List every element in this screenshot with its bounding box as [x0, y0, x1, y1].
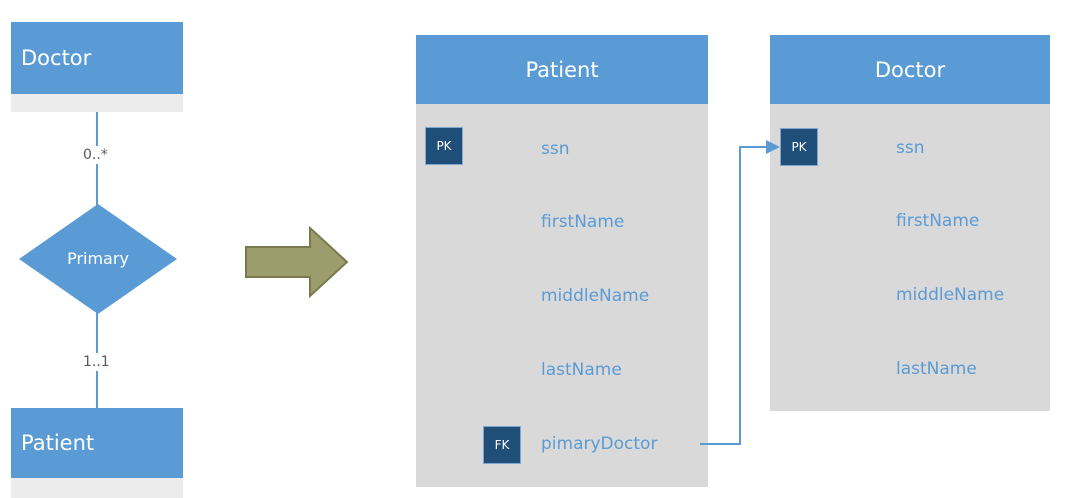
patient-field-lastname: lastName	[541, 360, 622, 380]
patient-field-firstname: firstName	[541, 212, 625, 232]
doctor-field-lastname: lastName	[896, 359, 977, 379]
er-entity-doctor-label: Doctor	[21, 46, 92, 70]
relationship-label: Primary	[67, 249, 129, 268]
connector-arrowhead	[766, 140, 780, 154]
patient-field-ssn: ssn	[541, 139, 570, 159]
patient-fk-label: FK	[494, 438, 510, 452]
er-entity-doctor-body	[11, 94, 183, 112]
doctor-table-title: Doctor	[874, 57, 946, 82]
doctor-field-firstname: firstName	[896, 211, 980, 231]
patient-table-header: Patient	[416, 35, 708, 104]
patient-field-primarydoctor: pimaryDoctor	[541, 434, 658, 454]
patient-pk-label: PK	[436, 139, 452, 153]
patient-fk-badge: FK	[483, 426, 521, 464]
patient-table-title: Patient	[525, 57, 599, 82]
multiplicity-patient: 1..1	[80, 353, 113, 371]
relationship-diamond[interactable]	[17, 202, 179, 316]
er-entity-patient-label: Patient	[21, 431, 95, 455]
foreign-key-connector	[700, 140, 780, 445]
patient-field-middlename: middleName	[541, 286, 650, 306]
doctor-pk-label: PK	[791, 140, 807, 154]
multiplicity-doctor: 0..*	[80, 146, 111, 164]
doctor-field-ssn: ssn	[896, 138, 925, 158]
doctor-field-middlename: middleName	[896, 285, 1005, 305]
doctor-table-header: Doctor	[770, 35, 1050, 104]
doctor-pk-badge: PK	[780, 128, 818, 166]
transform-arrow	[245, 226, 349, 298]
er-entity-patient-body	[11, 478, 183, 498]
patient-table[interactable]: Patient PK ssn firstName middleName last…	[416, 35, 708, 487]
patient-pk-badge: PK	[425, 127, 463, 165]
doctor-table[interactable]: Doctor PK ssn firstName middleName lastN…	[770, 35, 1050, 411]
er-entity-patient[interactable]: Patient	[11, 408, 183, 478]
er-entity-doctor[interactable]: Doctor	[11, 22, 183, 94]
